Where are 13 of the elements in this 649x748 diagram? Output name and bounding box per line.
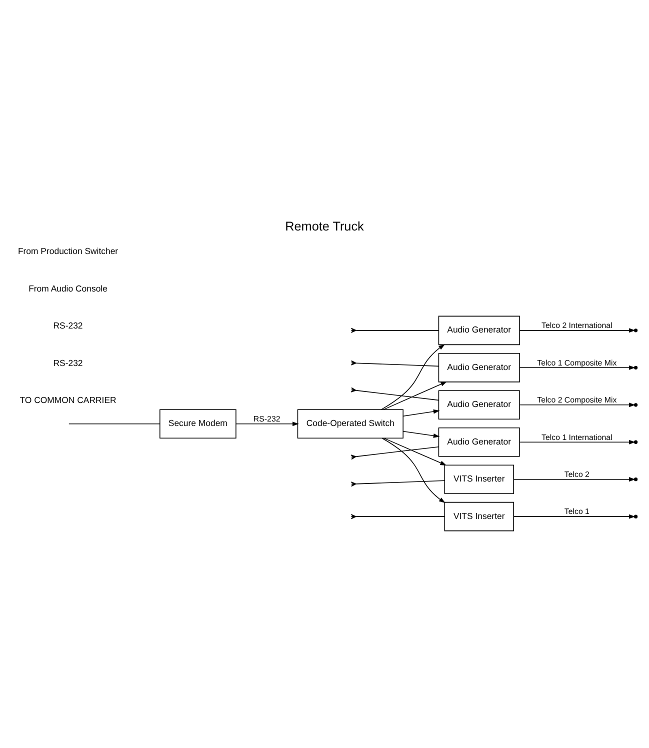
label: RS-232 bbox=[53, 358, 83, 368]
edge-label: RS-232 bbox=[253, 414, 280, 424]
label: From Production Switcher bbox=[18, 246, 118, 256]
edge-label: Telco 1 Composite Mix bbox=[537, 358, 617, 368]
edge-label: Telco 2 Composite Mix bbox=[537, 396, 617, 405]
edge-label: Telco 2 bbox=[564, 470, 590, 479]
label: From Audio Console bbox=[28, 283, 108, 294]
edge-label: Telco 1 bbox=[564, 507, 590, 516]
diagram-title: Remote Truck bbox=[285, 219, 364, 234]
edge-label: Telco 1 International bbox=[542, 432, 612, 442]
edge-label: Telco 2 International bbox=[542, 321, 612, 330]
label: TO COMMON CARRIER bbox=[20, 395, 116, 406]
label: RS-232 bbox=[53, 320, 83, 331]
